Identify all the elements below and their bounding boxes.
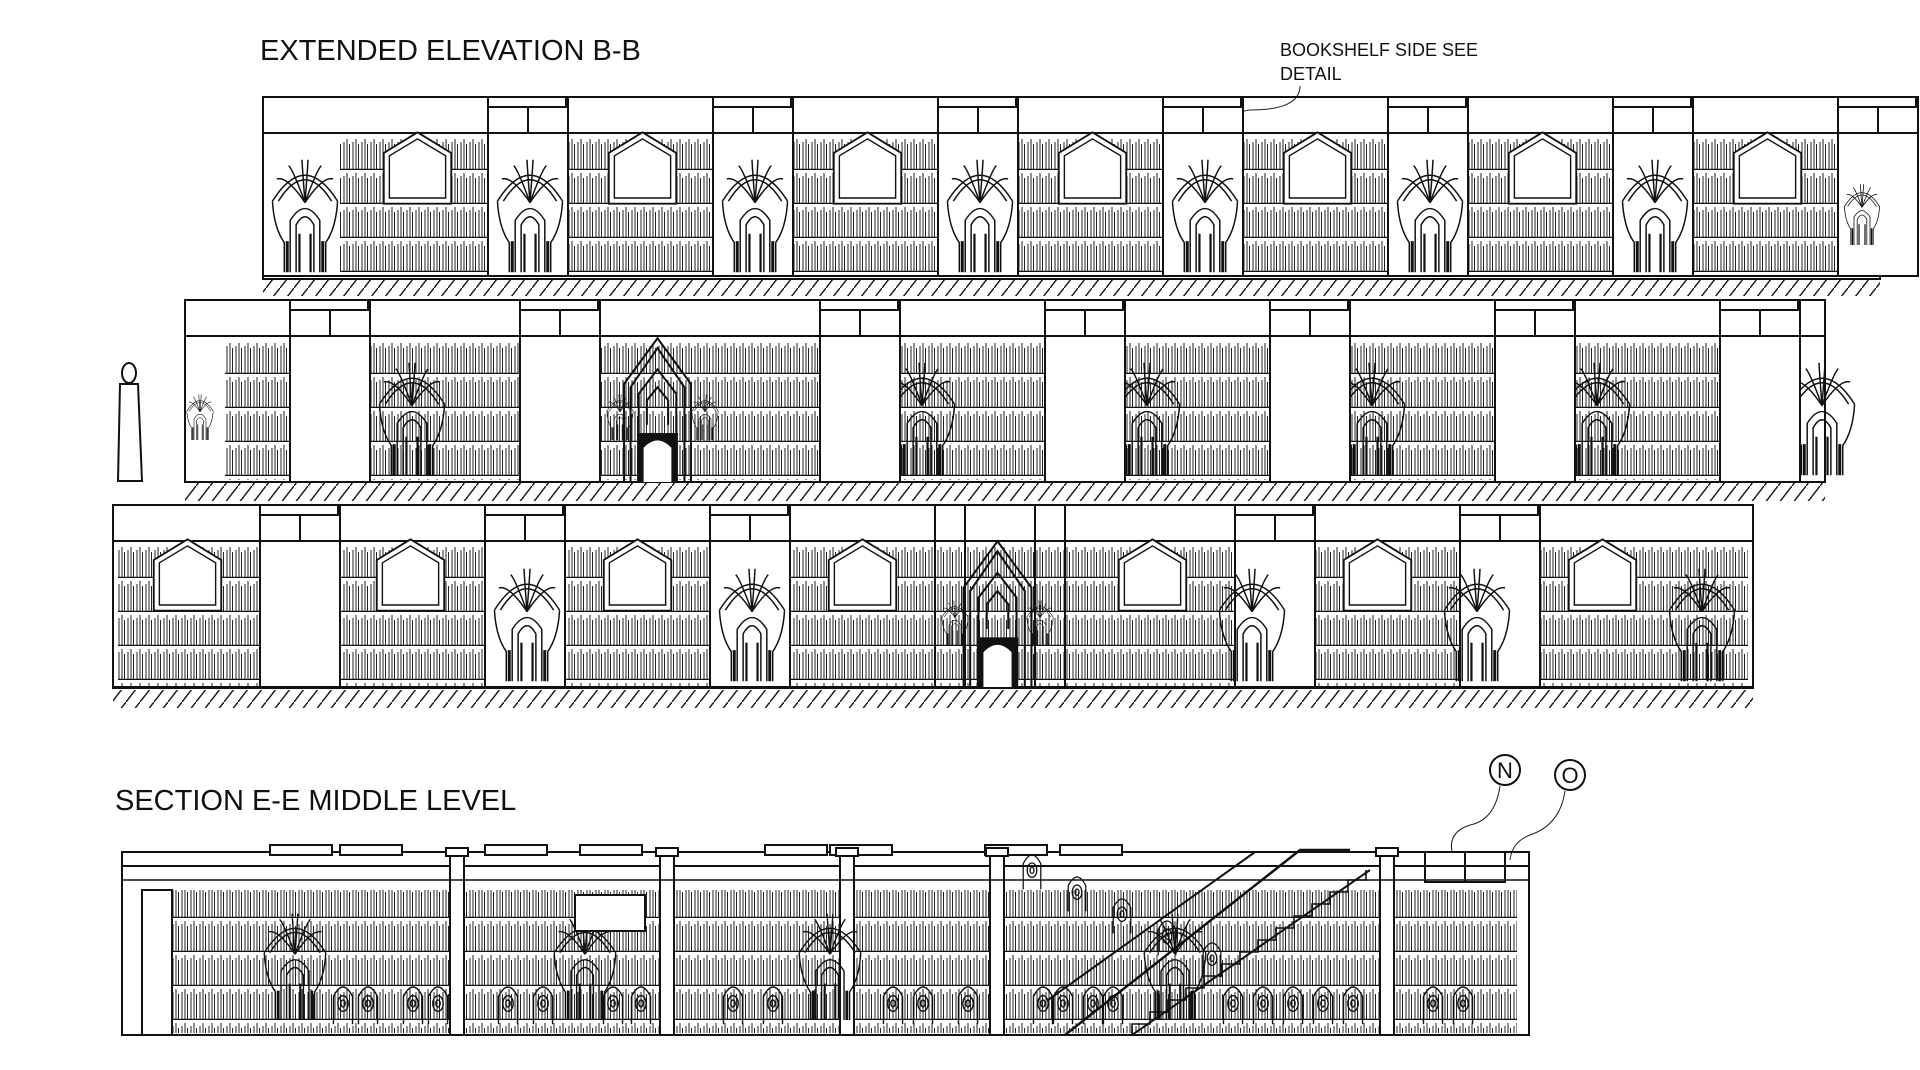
tag-n[interactable]: N — [1489, 754, 1521, 786]
stair-icon — [1047, 848, 1371, 1036]
tag-n-label: N — [1497, 758, 1513, 783]
cornice-cap — [259, 504, 339, 516]
elevation-row-1 — [262, 96, 1919, 296]
cornice-cap — [1387, 96, 1467, 108]
cornice-cap — [484, 844, 548, 856]
elevation-row-3 — [112, 504, 1754, 708]
elevation-row-2 — [184, 299, 1856, 501]
pier — [1269, 299, 1351, 483]
fan-arch-ornament-icon — [271, 158, 339, 273]
fan-arch-ornament-icon — [186, 393, 214, 441]
cornice-cap — [1059, 844, 1123, 856]
tag-o-leader — [1509, 790, 1566, 861]
cornice-cap — [712, 96, 792, 108]
annotation-line-1: BOOKSHELF SIDE SEE — [1280, 40, 1478, 60]
cornice-cap — [487, 96, 567, 108]
elevation-title: EXTENDED ELEVATION B-B — [260, 35, 641, 67]
cornice-cap — [1044, 299, 1124, 311]
cornice-cap — [1837, 96, 1917, 108]
cornice-cap — [579, 844, 643, 856]
cornice-cap — [937, 96, 1017, 108]
tag-o-label: O — [1561, 763, 1578, 788]
cornice-cap — [829, 844, 893, 856]
human-figure-icon — [116, 362, 144, 482]
cornice-cap — [289, 299, 369, 311]
cornice-cap — [1269, 299, 1349, 311]
cornice-cap — [269, 844, 333, 856]
cornice-cap — [1494, 299, 1574, 311]
cornice-cap — [1719, 299, 1799, 311]
cornice-cap — [819, 299, 899, 311]
annotation-line-2: DETAIL — [1280, 64, 1342, 84]
cornice-cap — [339, 844, 403, 856]
tag-o[interactable]: O — [1554, 759, 1586, 791]
cornice-cap — [519, 299, 599, 311]
pier — [937, 96, 1019, 277]
section-title: SECTION E-E MIDDLE LEVEL — [115, 785, 516, 817]
railing-ornament-icon — [1022, 854, 1042, 891]
cornice-cap — [1612, 96, 1692, 108]
cornice-cap — [1234, 504, 1314, 516]
cornice-cap — [1459, 504, 1539, 516]
cornice-cap — [1162, 96, 1242, 108]
cornice-cap — [764, 844, 828, 856]
section-drawing — [121, 844, 1530, 1036]
cornice-cap — [484, 504, 564, 516]
panel — [574, 894, 646, 932]
tag-n-leader — [1450, 785, 1501, 853]
cornice-cap — [709, 504, 789, 516]
